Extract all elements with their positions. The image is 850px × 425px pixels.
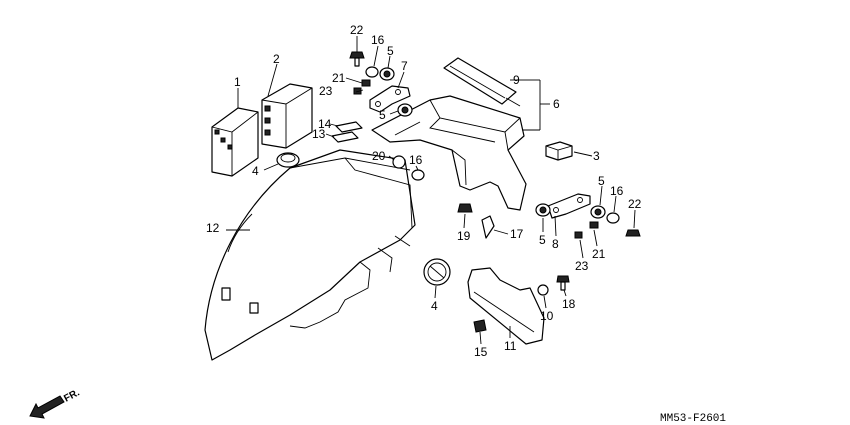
license-plate-part-11 <box>467 267 545 345</box>
direction-label: FR. <box>62 387 82 404</box>
label-part-2: 2 <box>273 52 280 66</box>
stay-part-7 <box>369 85 411 113</box>
bracket-part-6 <box>371 95 527 211</box>
label-part-4: 4 <box>252 164 259 178</box>
figure-code: MM53-F2601 <box>660 413 726 425</box>
label-part-18: 18 <box>562 297 576 311</box>
grommet-part-4-lower <box>423 258 451 286</box>
label-part-14: 14 <box>318 117 332 131</box>
cap-part-3 <box>545 141 573 161</box>
label-part-5: 5 <box>539 233 546 247</box>
label-part-21: 21 <box>592 247 606 261</box>
label-part-5: 5 <box>379 108 386 122</box>
pad-part-13 <box>331 131 359 143</box>
grommet-part-4-upper <box>276 152 300 168</box>
label-part-1: 1 <box>234 75 241 89</box>
label-part-16: 16 <box>409 153 423 167</box>
hardware-parts <box>349 51 641 333</box>
label-part-21: 21 <box>332 71 346 85</box>
label-part-23: 23 <box>319 84 333 98</box>
label-part-13: 13 <box>312 127 326 141</box>
stay-part-8 <box>547 193 591 219</box>
pad-part-14 <box>335 121 363 133</box>
reflector-part-9 <box>443 57 517 105</box>
label-part-8: 8 <box>552 237 559 251</box>
label-part-10: 10 <box>540 309 554 323</box>
label-part-22: 22 <box>350 23 364 37</box>
label-part-20: 20 <box>372 149 386 163</box>
label-part-11: 11 <box>504 339 517 353</box>
leader-lines <box>226 36 636 345</box>
module-part-1 <box>211 107 259 177</box>
label-part-4: 4 <box>431 299 438 313</box>
label-part-15: 15 <box>474 345 488 359</box>
label-part-22: 22 <box>628 197 642 211</box>
front-direction-arrow: FR. <box>29 387 82 419</box>
label-part-3: 3 <box>593 149 600 163</box>
label-part-12: 12 <box>206 221 220 235</box>
label-part-7: 7 <box>401 59 408 73</box>
part-number-labels: 1 2 4 12 14 13 22 16 5 7 21 23 5 20 16 9… <box>206 23 642 359</box>
label-part-6: 6 <box>553 97 560 111</box>
label-part-17: 17 <box>510 227 524 241</box>
label-part-16: 16 <box>610 184 624 198</box>
label-part-9: 9 <box>513 73 520 87</box>
label-part-16: 16 <box>371 33 385 47</box>
rear-fender-part-12 <box>204 149 416 361</box>
module-part-2 <box>261 83 313 149</box>
label-part-23: 23 <box>575 259 589 273</box>
label-part-19: 19 <box>457 229 471 243</box>
label-part-5: 5 <box>387 44 394 58</box>
label-part-5: 5 <box>598 174 605 188</box>
